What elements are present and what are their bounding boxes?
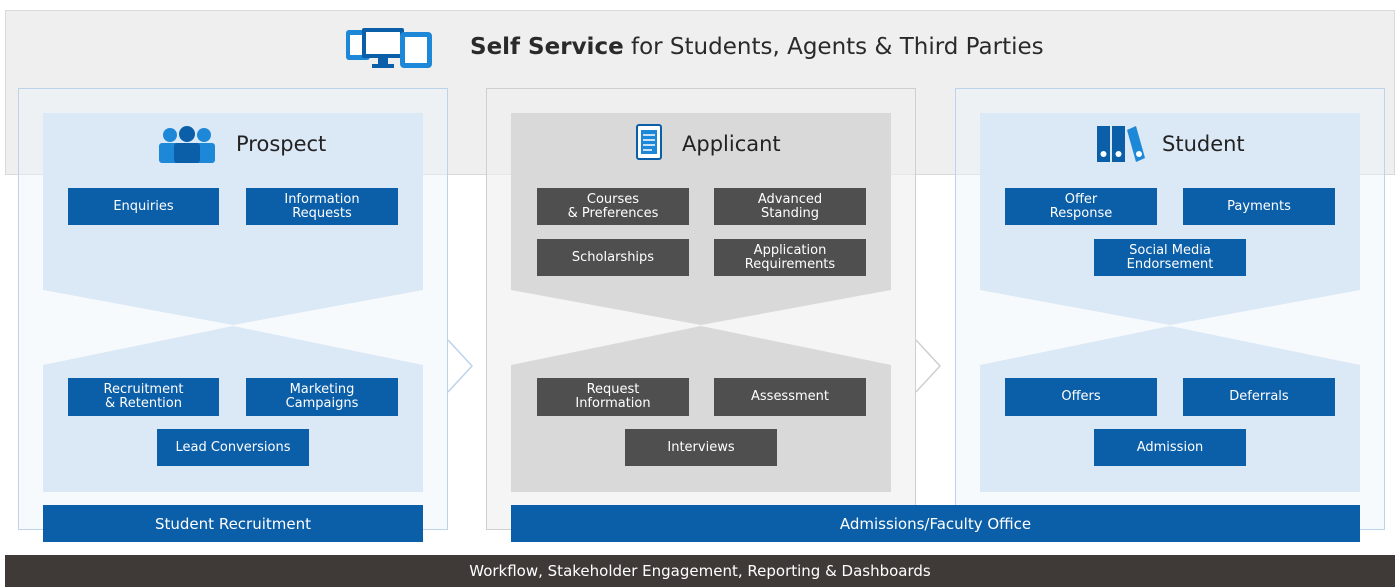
enquiries-box: Enquiries: [68, 188, 219, 225]
scholarships-box: Scholarships: [537, 239, 689, 276]
application-requirements-box: Application Requirements: [714, 239, 866, 276]
request-information-box: Request Information: [537, 378, 689, 416]
deferrals-box: Deferrals: [1183, 378, 1335, 416]
applicant-heading: Applicant: [682, 132, 781, 156]
admissions-faculty-office-bar: Admissions/Faculty Office: [511, 505, 1360, 542]
information-requests-box: Information Requests: [246, 188, 398, 225]
lead-conversions-box: Lead Conversions: [157, 429, 309, 466]
applicant-lower-panel: [511, 326, 891, 492]
interviews-box: Interviews: [625, 429, 777, 466]
courses-preferences-box: Courses & Preferences: [537, 188, 689, 225]
student-lower-panel: [980, 326, 1360, 492]
arrow-right-2: [915, 339, 942, 393]
prospect-lower-panel: [43, 326, 423, 492]
offer-response-box: Offer Response: [1005, 188, 1157, 225]
devices-icon: [344, 24, 434, 70]
document-icon: [636, 124, 666, 164]
banner-title: Self Service for Students, Agents & Thir…: [470, 34, 1044, 60]
footer-bar: Workflow, Stakeholder Engagement, Report…: [5, 555, 1395, 587]
prospect-upper-panel: [43, 113, 423, 325]
student-heading: Student: [1162, 132, 1245, 156]
people-icon: [156, 125, 218, 163]
assessment-box: Assessment: [714, 378, 866, 416]
recruitment-retention-box: Recruitment & Retention: [68, 378, 219, 416]
binders-icon: [1096, 124, 1146, 164]
social-media-endorsement-box: Social Media Endorsement: [1094, 239, 1246, 276]
marketing-campaigns-box: Marketing Campaigns: [246, 378, 398, 416]
arrow-right-1: [447, 339, 474, 393]
advanced-standing-box: Advanced Standing: [714, 188, 866, 225]
prospect-heading: Prospect: [236, 132, 327, 156]
payments-box: Payments: [1183, 188, 1335, 225]
offers-box: Offers: [1005, 378, 1157, 416]
student-recruitment-bar: Student Recruitment: [43, 505, 423, 542]
admission-box: Admission: [1094, 429, 1246, 466]
student-upper-panel: [980, 113, 1360, 325]
